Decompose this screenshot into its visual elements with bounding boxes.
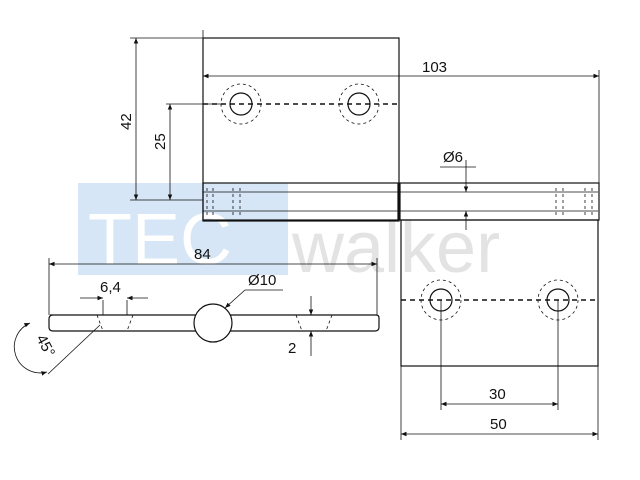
dimension-labels: 103 42 25 Ø6 84 6,4 Ø10 2 45° 30 50	[32, 59, 506, 433]
dim-countersink: 6,4	[100, 279, 121, 296]
dim-knuckle-diameter: Ø10	[248, 272, 276, 289]
watermark-tec: TEC	[88, 200, 232, 280]
dim-leaf-length: 84	[194, 246, 211, 263]
dim-hole-offset: 25	[152, 133, 169, 150]
dim-leaf-width: 50	[490, 416, 507, 433]
watermark-box	[78, 183, 288, 275]
dim-angle: 45°	[32, 332, 58, 360]
watermark-logo: TEC walker	[78, 183, 500, 288]
upper-leaf	[202, 37, 400, 222]
dim-hole-spacing: 30	[489, 386, 506, 403]
side-view	[48, 300, 380, 343]
dim-thickness: 2	[288, 340, 296, 357]
dimension-lines	[13, 30, 600, 440]
dim-total-width: 103	[422, 59, 447, 76]
dim-pin-diameter: Ø6	[443, 149, 463, 166]
dim-height: 42	[118, 113, 135, 130]
